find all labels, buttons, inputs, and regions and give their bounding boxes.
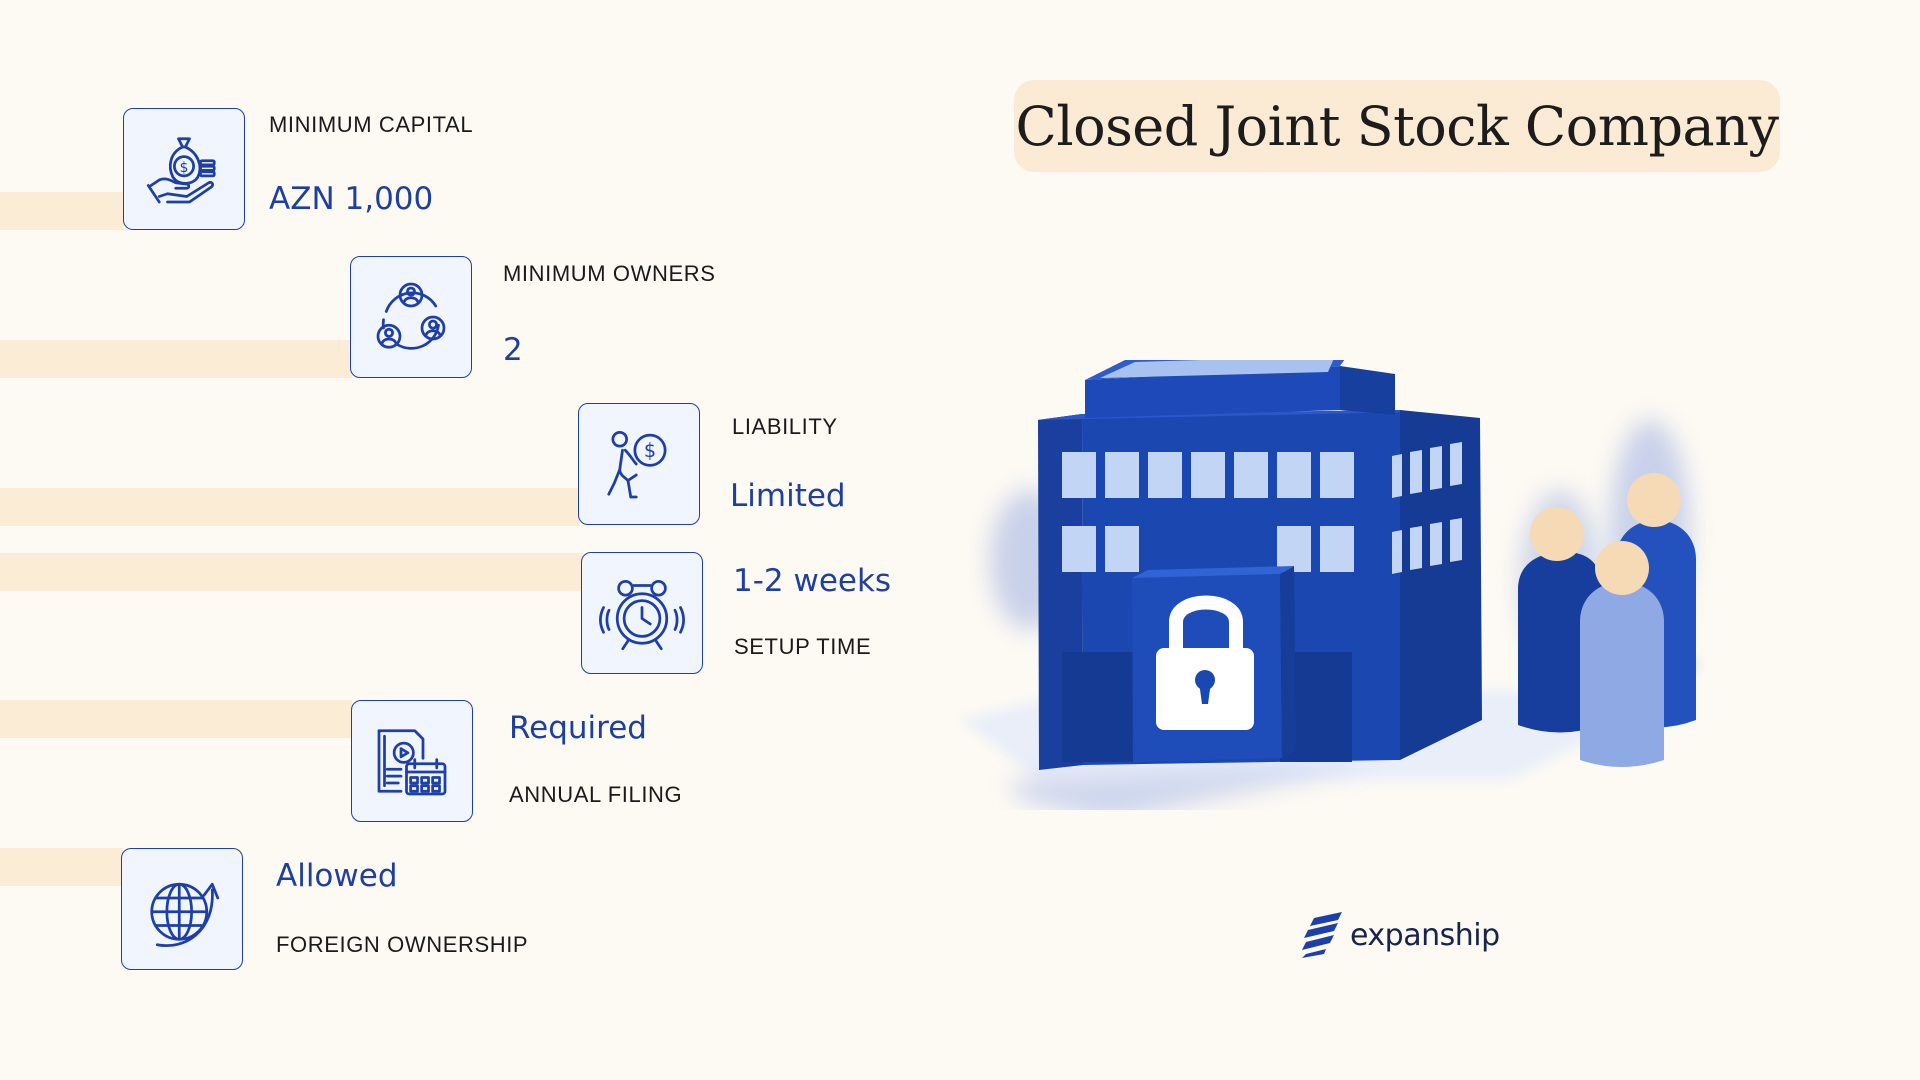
foreign-label: FOREIGN OWNERSHIP: [276, 932, 529, 957]
capital-value: AZN 1,000: [269, 181, 434, 217]
liability-value: Limited: [730, 478, 846, 514]
liability-card: $: [578, 403, 700, 525]
stripe-setup: [0, 553, 582, 591]
page-title: Closed Joint Stock Company: [1015, 94, 1780, 158]
title-banner: Closed Joint Stock Company: [1014, 80, 1780, 172]
foreign-value: Allowed: [276, 858, 398, 894]
stripe-owners: [0, 340, 352, 378]
setup-card: [581, 552, 703, 674]
setup-value: 1-2 weeks: [733, 563, 892, 599]
svg-text:$: $: [180, 160, 189, 176]
stripe-capital: [0, 192, 124, 230]
liability-label: LIABILITY: [732, 414, 838, 439]
padlock-icon: [1156, 595, 1254, 730]
svg-text:$: $: [644, 439, 656, 462]
alarm-clock-icon: [599, 580, 685, 651]
owners-value: 2: [503, 332, 523, 368]
money-bag-hand-icon: $: [146, 137, 216, 204]
office-building: [1038, 360, 1482, 770]
globe-arrow-icon: [150, 882, 220, 948]
building-illustration: [960, 360, 1700, 810]
filing-card: [351, 700, 473, 822]
capital-label: MINIMUM CAPITAL: [269, 112, 474, 137]
owners-network-icon: [376, 282, 446, 350]
filing-label: ANNUAL FILING: [509, 782, 683, 807]
owners-label: MINIMUM OWNERS: [503, 261, 716, 286]
brand-logo: expanship: [1300, 912, 1500, 958]
document-calendar-icon: [377, 729, 447, 796]
expanship-logo-icon: [1302, 912, 1342, 958]
brand-name: expanship: [1350, 917, 1500, 953]
stripe-filing: [0, 700, 352, 738]
stripe-foreign: [0, 848, 123, 886]
owners-card: [350, 256, 472, 378]
stripe-liability: [0, 488, 580, 526]
person-carrying-coin-icon: $: [607, 431, 667, 499]
foreign-card: [121, 848, 243, 970]
filing-value: Required: [509, 710, 647, 746]
capital-card: $: [123, 108, 245, 230]
people-group: [1518, 473, 1700, 767]
setup-label: SETUP TIME: [734, 634, 872, 659]
